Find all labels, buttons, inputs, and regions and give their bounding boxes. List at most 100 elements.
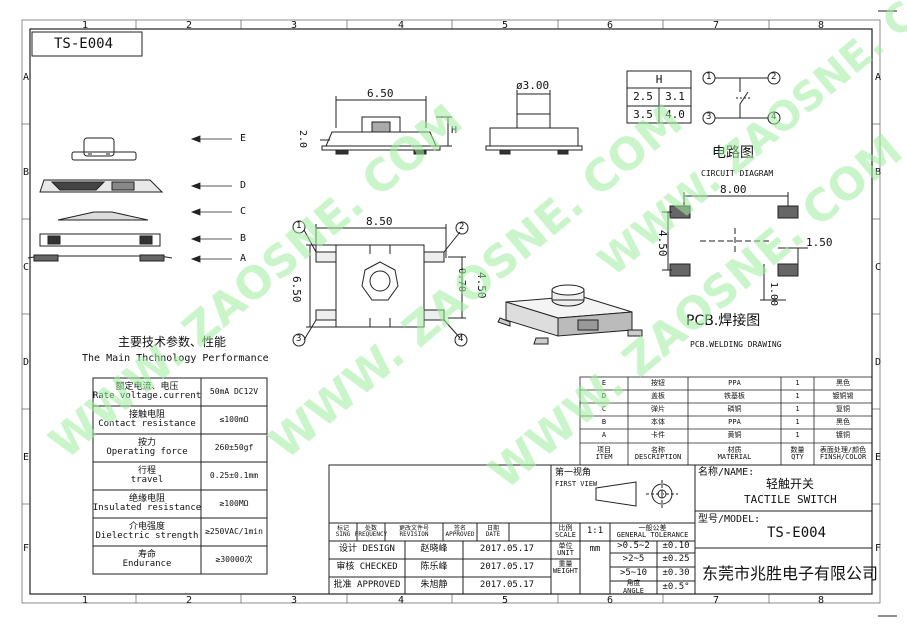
row-letter: C xyxy=(875,262,882,273)
pcb-dim-pad: 1.50 xyxy=(806,236,833,249)
bom-qty: 1 xyxy=(795,404,800,413)
scale-value: 1:1 xyxy=(586,526,604,537)
col-number: 8 xyxy=(818,595,825,606)
sign-role: 设计 DESIGN xyxy=(339,544,395,555)
bom-name: 弹片 xyxy=(651,404,665,413)
tolerance-range: >0.5~2 xyxy=(617,541,650,552)
tolerance-value: ±0.25 xyxy=(662,554,690,565)
pcb-subtitle: PCB.WELDING DRAWING xyxy=(690,340,782,349)
performance-value: ≥100MΩ xyxy=(219,498,249,508)
row-letter: B xyxy=(23,167,30,178)
row-letter: E xyxy=(23,452,30,463)
circuit-pin: 3 xyxy=(706,112,712,122)
h-table-header: H xyxy=(655,72,663,86)
part-name-cn: 轻触开关 xyxy=(766,477,815,491)
col-number: 1 xyxy=(82,595,89,606)
bom-name: 盖板 xyxy=(651,391,665,400)
drawing-number: TS-E004 xyxy=(54,36,114,52)
angle-value: ±0.5° xyxy=(662,581,690,592)
performance-value: 260±50gf xyxy=(214,442,254,452)
name-label: 名称/NAME: xyxy=(698,467,755,478)
bom-qty: 1 xyxy=(795,417,800,426)
bom-finish: 复铜 xyxy=(836,404,850,413)
bom-item: E xyxy=(601,378,607,387)
sign-role: 批准 APPROVED xyxy=(333,580,401,591)
circuit-pin: 1 xyxy=(706,72,712,82)
row-letter: F xyxy=(23,543,30,554)
bom-name: 按钮 xyxy=(651,378,665,387)
col-number: 7 xyxy=(713,20,720,31)
col-number: 2 xyxy=(186,20,193,31)
pcb-dim-width: 8.00 xyxy=(720,183,747,196)
pin-number: 4 xyxy=(458,334,464,344)
h-table-cell: 3.1 xyxy=(665,90,685,104)
sign-date: 2017.05.17 xyxy=(479,562,535,573)
h-table-cell: 4.0 xyxy=(665,107,685,121)
performance-value: ≥250VAC/1min xyxy=(205,526,263,536)
part-label-d: D xyxy=(240,180,247,191)
circuit-title: 电路图 xyxy=(712,145,754,161)
tolerance-range: >5~10 xyxy=(619,568,648,579)
pcb-dim-pad-height: 1.00 xyxy=(768,282,779,307)
col-number: 8 xyxy=(818,20,825,31)
bom-material: 黄铜 xyxy=(727,430,742,439)
part-label-b: B xyxy=(240,233,247,244)
row-letter: D xyxy=(875,357,882,368)
bom-finish: 镀铜 xyxy=(836,430,850,439)
sign-date: 2017.05.17 xyxy=(479,544,535,555)
performance-value: 0.25±0.1mm xyxy=(209,470,259,480)
bom-material: PPA xyxy=(728,417,741,426)
row-letter: D xyxy=(23,357,30,368)
dim-top-width: 6.50 xyxy=(367,87,394,100)
sign-name: 赵晓峰 xyxy=(420,544,448,555)
tolerance-value: ±0.30 xyxy=(662,568,690,579)
bom-item: B xyxy=(601,417,607,426)
circuit-pin: 4 xyxy=(771,112,777,122)
part-label-e: E xyxy=(240,133,247,144)
part-name-en: TACTILE SWITCH xyxy=(744,493,837,506)
performance-value: ≥30000次 xyxy=(215,554,253,564)
pin-number: 3 xyxy=(296,334,302,344)
performance-value: ≤100mΩ xyxy=(219,414,249,424)
pin-number: 1 xyxy=(296,221,302,231)
col-number: 3 xyxy=(291,595,298,606)
col-number: 3 xyxy=(291,20,298,31)
circuit-pin: 2 xyxy=(771,72,777,82)
sign-name: 陈乐峰 xyxy=(420,562,448,573)
bom-item: C xyxy=(601,404,607,413)
col-number: 1 xyxy=(82,20,89,31)
view-label-en: FIRST VIEW xyxy=(555,480,598,488)
bom-material: 磷铜 xyxy=(727,404,742,413)
row-letter: F xyxy=(875,543,882,554)
performance-value: 50mA DC12V xyxy=(209,386,259,396)
view-label: 第一视角 xyxy=(555,468,592,478)
bom-qty: 1 xyxy=(795,430,800,439)
row-letter: B xyxy=(875,167,882,178)
bom-item: A xyxy=(601,430,607,439)
col-number: 4 xyxy=(398,20,405,31)
pin-number: 2 xyxy=(459,222,465,232)
performance-subtitle: The Main Thchnology Performance xyxy=(82,353,269,364)
bom-finish: 镀铜锡 xyxy=(832,391,854,400)
row-letter: C xyxy=(23,262,30,273)
